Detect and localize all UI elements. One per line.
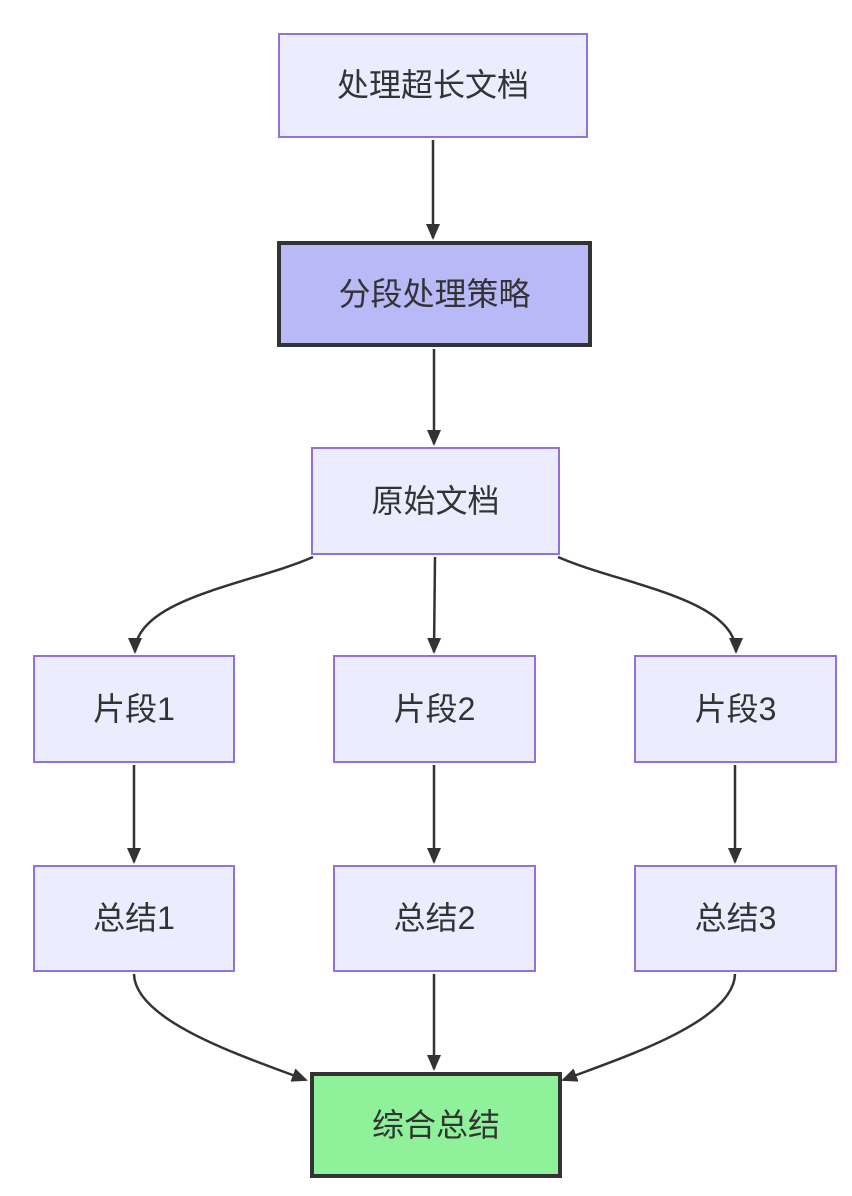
- node-label: 片段2: [393, 690, 476, 727]
- node-label: 片段3: [694, 690, 777, 727]
- node-fragment-2: 片段2: [333, 655, 536, 763]
- node-summary-3: 总结3: [634, 865, 837, 972]
- node-label: 处理超长文档: [336, 67, 529, 104]
- edge-summary-3-final-summary: [561, 973, 737, 1082]
- node-process-long-doc: 处理超长文档: [278, 33, 588, 138]
- node-summary-2: 总结2: [333, 865, 536, 972]
- edge-summary-1-final-summary: [132, 973, 308, 1082]
- node-summary-1: 总结1: [33, 865, 235, 972]
- node-original-doc: 原始文档: [311, 447, 560, 555]
- node-label: 分段处理策略: [338, 275, 531, 312]
- edge-original-doc-fragment-3: [557, 555, 743, 654]
- node-fragment-1: 片段1: [33, 655, 235, 763]
- node-label: 总结2: [393, 900, 476, 937]
- edge-original-doc-fragment-1: [128, 555, 314, 654]
- node-label: 总结3: [694, 900, 777, 937]
- node-label: 片段1: [93, 690, 175, 727]
- edge-original-doc-fragment-2: [427, 556, 442, 654]
- node-label: 综合总结: [371, 1106, 500, 1143]
- node-label: 原始文档: [371, 482, 500, 519]
- node-label: 总结1: [93, 900, 175, 937]
- node-fragment-3: 片段3: [634, 655, 837, 763]
- node-final-summary: 综合总结: [310, 1072, 562, 1178]
- node-segment-strategy: 分段处理策略: [277, 241, 592, 347]
